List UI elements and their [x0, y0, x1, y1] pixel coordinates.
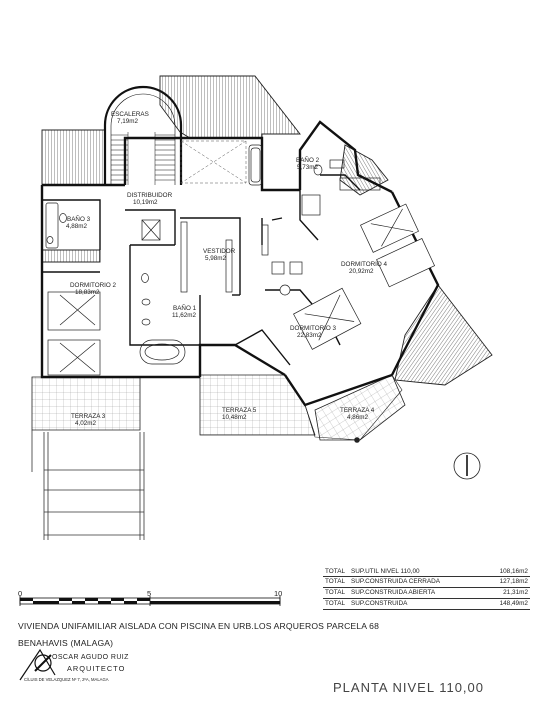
- scale-tick-0: 0: [18, 589, 23, 598]
- room-vestidor-area: 5,98m2: [205, 255, 227, 262]
- room-bano2-name: BAÑO 2: [296, 155, 320, 164]
- room-terraza3-name: TERRAZA 3: [71, 413, 106, 420]
- room-bano1-area: 11,62m2: [172, 312, 197, 319]
- room-bano3-area: 4,88m2: [66, 223, 88, 230]
- plan-title: PLANTA NIVEL 110,00: [333, 680, 484, 695]
- scale-bar: [19, 596, 281, 606]
- room-bano1-name: BAÑO 1: [173, 303, 197, 312]
- architect-logo-icon: [19, 648, 56, 681]
- roof-left-lower: [41, 249, 101, 263]
- room-escaleras-area: 7,19m2: [117, 118, 139, 125]
- room-labels: ESCALERAS 7,19m2 DISTRIBUIDOR 10,19m2 BA…: [66, 111, 388, 427]
- room-dormitorio2-name: DORMITORIO 2: [70, 282, 117, 289]
- room-dormitorio4-name: DORMITORIO 4: [341, 261, 388, 268]
- north-arrow-icon: [453, 452, 481, 480]
- room-terraza4-name: TERRAZA 4: [340, 407, 375, 414]
- scale-tick-5: 5: [147, 589, 152, 598]
- room-vestidor-name: VESTIDOR: [203, 248, 236, 255]
- room-terraza5-name: TERRAZA 5: [222, 407, 257, 414]
- table-row: TOTAL SUP.UTIL NIVEL 110,00 108,16m2: [323, 566, 530, 577]
- room-dormitorio4-area: 20,92m2: [349, 268, 374, 275]
- terrace-5-floor: [199, 374, 316, 436]
- distributor-void: [180, 140, 247, 184]
- architect-brand: OSCAR AGUDO RUIZ ARQUITECTO C/LUIS DE VE…: [20, 650, 140, 686]
- stair-tower: [103, 85, 183, 185]
- room-dormitorio2-area: 18,83m2: [75, 289, 100, 296]
- balcony: [304, 374, 403, 443]
- beds: [47, 203, 436, 376]
- terrace-4-floor: [314, 374, 406, 441]
- table-row: TOTAL SUP.CONSTRUIDA ABIERTA 21,31m2: [323, 587, 530, 599]
- architect-address: C/LUIS DE VELAZQUEZ Nº 7, 2ºA, MALAGA: [24, 677, 109, 682]
- surface-summary-table: TOTAL SUP.UTIL NIVEL 110,00 108,16m2 TOT…: [323, 566, 530, 610]
- project-line-1: VIVIENDA UNIFAMILIAR AISLADA CON PISCINA…: [18, 621, 380, 631]
- room-bano3-name: BAÑO 3: [67, 214, 91, 223]
- project-line-2: BENAHAVIS (MALAGA): [18, 637, 114, 648]
- fixtures: [45, 144, 345, 365]
- table-row: TOTAL SUP.CONSTRUIDA 148,49m2: [323, 598, 530, 610]
- architect-role: ARQUITECTO: [67, 664, 126, 673]
- roof-right-lower: [394, 284, 493, 386]
- room-terraza5-area: 10,48m2: [222, 414, 247, 421]
- room-dormitorio3-area: 22,83m2: [297, 332, 322, 339]
- room-distribuidor-area: 10,19m2: [133, 199, 158, 206]
- architect-name: OSCAR AGUDO RUIZ: [52, 654, 129, 661]
- wardrobes: [180, 177, 381, 293]
- table-row: TOTAL SUP.CONSTRUIDA CERRADA 127,18m2: [323, 576, 530, 588]
- scale-tick-10: 10: [274, 589, 283, 598]
- roof-left: [41, 129, 106, 186]
- pergola: [31, 430, 145, 540]
- room-terraza4-area: 4,86m2: [347, 414, 369, 421]
- room-terraza3-area: 4,02m2: [75, 420, 97, 427]
- room-bano2-area: 5,73m2: [297, 164, 319, 171]
- room-distribuidor-name: DISTRIBUIDOR: [127, 192, 173, 199]
- room-escaleras-name: ESCALERAS: [111, 111, 149, 118]
- room-dormitorio3-name: DORMITORIO 3: [290, 325, 337, 332]
- project-title: VIVIENDA UNIFAMILIAR AISLADA CON PISCINA…: [18, 621, 379, 654]
